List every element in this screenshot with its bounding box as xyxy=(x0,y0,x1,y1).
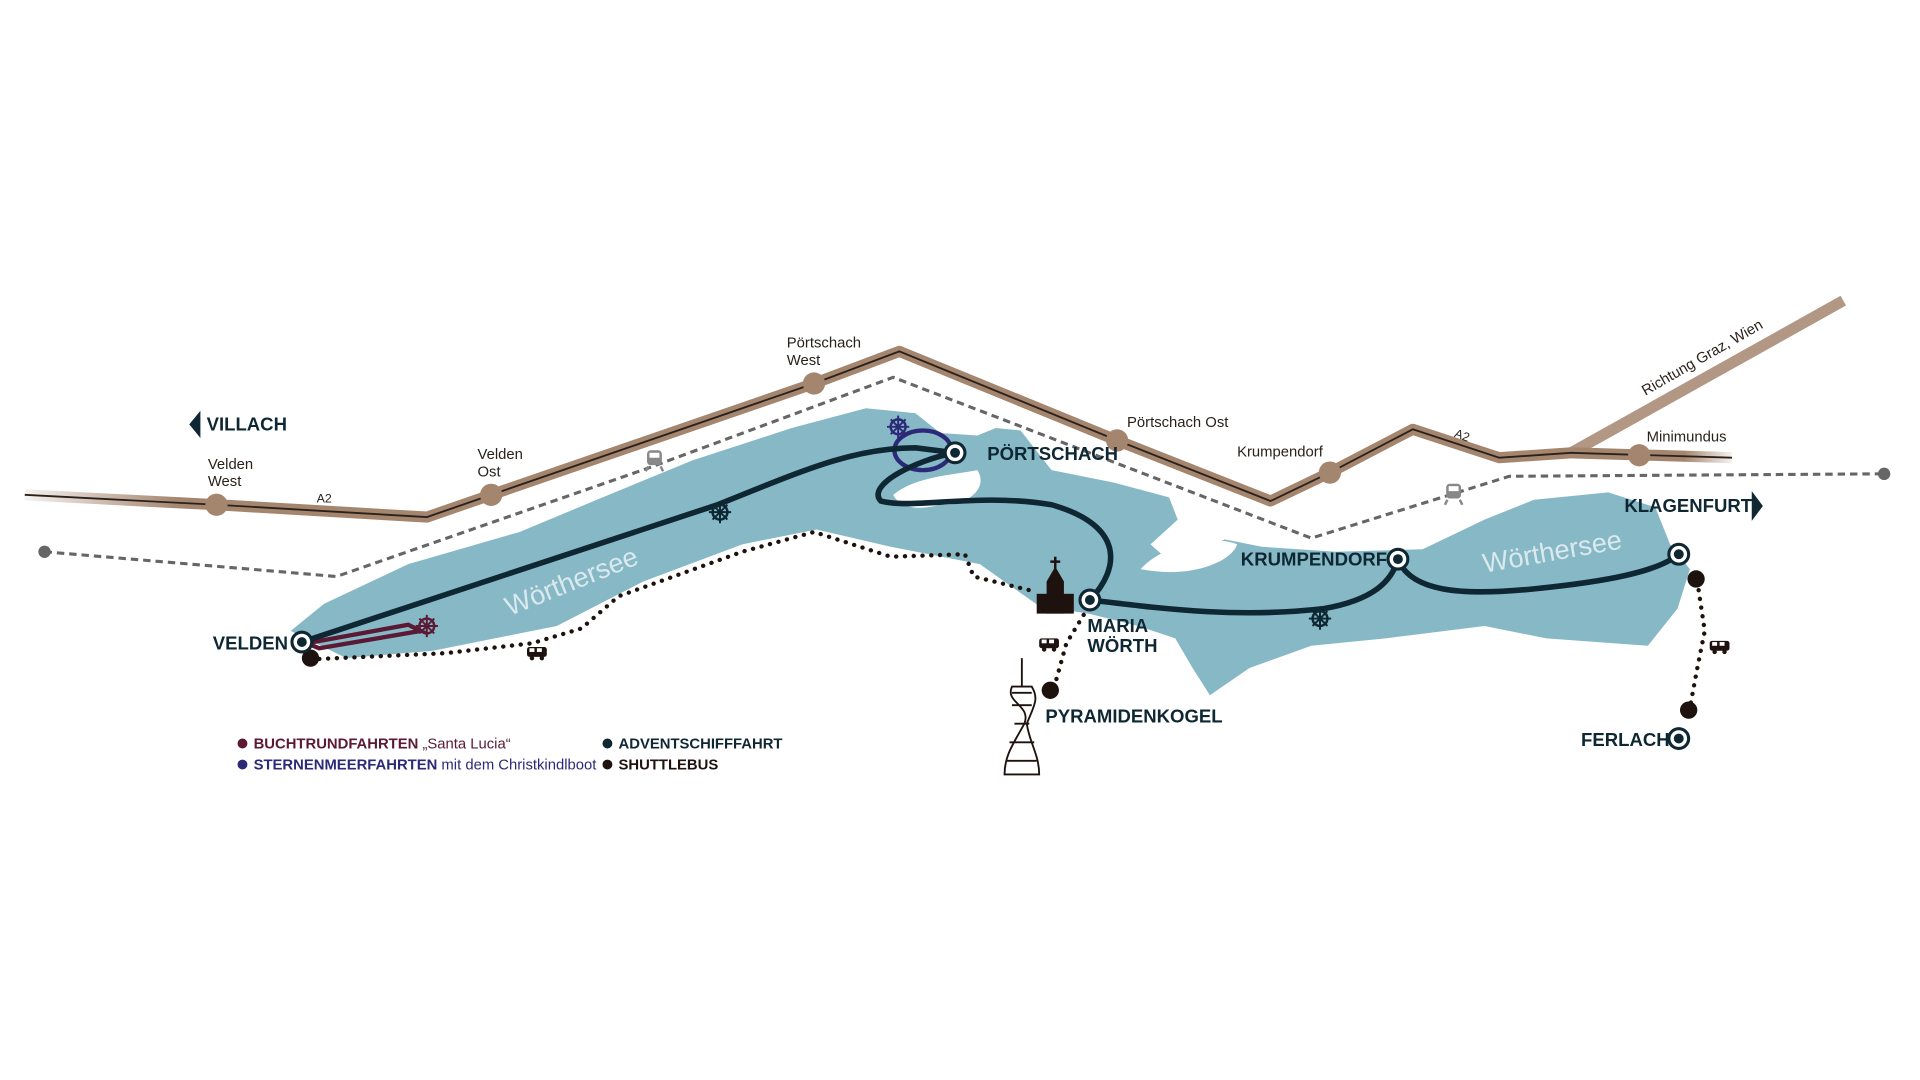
svg-text:SHUTTLEBUS: SHUTTLEBUS xyxy=(619,757,719,773)
lake-woerthersee xyxy=(290,408,1690,696)
railway-end-east xyxy=(1877,467,1891,480)
bus-icon xyxy=(527,647,547,661)
legend-item-adventschifffahrt: ADVENTSCHIFFFAHRT xyxy=(602,736,782,752)
direction-villach[interactable]: VILLACH xyxy=(207,414,287,435)
stop-label-pyramidenkogel: PYRAMIDENKOGEL xyxy=(1045,705,1222,726)
shuttle-stop-ferlach[interactable] xyxy=(1680,701,1698,719)
lake-bay xyxy=(893,470,981,508)
svg-text:BUCHTRUNDFAHRTEN „Santa Lucia“: BUCHTRUNDFAHRTEN „Santa Lucia“ xyxy=(254,736,511,752)
svg-text:ADVENTSCHIFFFAHRT: ADVENTSCHIFFFAHRT xyxy=(619,736,783,752)
route-shuttlebus xyxy=(308,529,1707,710)
church-icon xyxy=(1036,556,1074,614)
direction-klagenfurt[interactable]: KLAGENFURT xyxy=(1624,495,1752,516)
exit-minimundus: Minimundus xyxy=(1647,430,1727,446)
bus-icon xyxy=(1709,640,1730,655)
arrow-east-icon xyxy=(1751,491,1763,521)
exit-krumpendorf: Krumpendorf xyxy=(1237,444,1324,460)
railway-line xyxy=(44,375,1885,579)
highway-label: A2 xyxy=(1453,426,1472,444)
lake-inlet xyxy=(1140,540,1238,573)
stop-label-ferlach: FERLACH xyxy=(1581,729,1670,750)
legend-item-buchtrundfahrten: BUCHTRUNDFAHRTEN „Santa Lucia“ xyxy=(237,736,511,752)
highway-a2-east xyxy=(1568,295,1847,458)
legend-item-sternenmeerfahrten: STERNENMEERFAHRTEN mit dem Christkindlbo… xyxy=(237,757,598,773)
legend: BUCHTRUNDFAHRTEN „Santa Lucia“ STERNENME… xyxy=(237,736,782,773)
shuttle-stop-klagenfurt[interactable] xyxy=(1687,570,1705,588)
highway-label: A2 xyxy=(317,491,332,505)
shuttle-stop-velden[interactable] xyxy=(301,649,320,667)
shuttle-stop-pyramidenkogel[interactable] xyxy=(1041,681,1059,699)
stop-label-krumpendorf: KRUMPENDORF xyxy=(1241,548,1387,569)
arrow-west-icon xyxy=(189,410,201,438)
train-icon xyxy=(1443,482,1464,506)
svg-text:STERNENMEERFAHRTEN mit dem Chr: STERNENMEERFAHRTEN mit dem Christkindlbo… xyxy=(254,757,598,773)
pyramidenkogel-tower-icon xyxy=(1003,658,1041,776)
bus-icon xyxy=(1039,638,1059,652)
exit-poertschach-ost: Pörtschach Ost xyxy=(1127,415,1229,431)
stop-label-poertschach: PÖRTSCHACH xyxy=(987,443,1118,464)
train-icon xyxy=(644,449,665,473)
legend-item-shuttlebus: SHUTTLEBUS xyxy=(602,757,718,773)
highway-exits xyxy=(205,372,1651,516)
railway-end-west xyxy=(38,545,51,558)
stop-label-velden: VELDEN xyxy=(213,632,288,653)
